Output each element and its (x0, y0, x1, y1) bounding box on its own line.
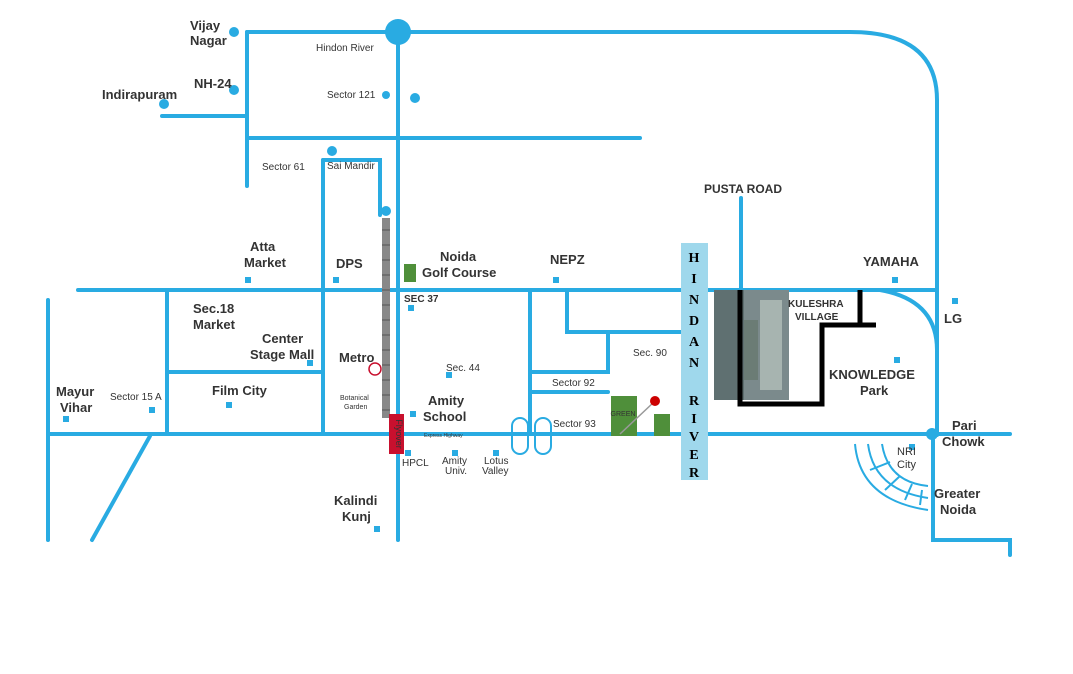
svg-text:E: E (689, 448, 698, 463)
svg-text:D: D (689, 314, 699, 329)
site-pin-line (619, 401, 655, 435)
flyover-label: Flyover (394, 419, 404, 449)
svg-text:I: I (691, 412, 696, 427)
label-sector-121: Sector 121 (327, 90, 376, 101)
flyover-marker (389, 414, 404, 454)
label-sector-61: Sector 61 (262, 162, 305, 173)
label-expressway: Express Highway (424, 433, 463, 439)
label-nh24: NH-24 (194, 76, 232, 91)
green-label: GREEN (611, 411, 636, 418)
label-sec-44: Sec. 44 (446, 363, 480, 374)
label-sector-93: Sector 93 (553, 419, 596, 430)
label-lg: LG (944, 311, 962, 326)
metro-icon (368, 362, 382, 376)
road-greater-noida (931, 438, 1012, 557)
road-sai-mandir (321, 158, 382, 217)
golf-course-marker (404, 264, 416, 282)
road-sec90-box (565, 288, 683, 334)
svg-text:N: N (689, 293, 699, 308)
label-sec-37: SEC 37 (404, 294, 439, 305)
svg-text:N: N (689, 356, 699, 371)
label-hindon-river: Hindon River (316, 43, 374, 54)
svg-text:I: I (691, 272, 696, 287)
label-pusta-road: PUSTA ROAD (704, 182, 782, 196)
site-route (737, 290, 876, 407)
hindon-river-strip (681, 243, 708, 480)
road-yamaha-curve (878, 288, 939, 352)
label-metro: Metro (339, 350, 374, 365)
svg-text:H: H (689, 251, 700, 266)
label-dps: DPS (336, 256, 363, 271)
road-sec92 (528, 330, 610, 374)
top-road (245, 30, 939, 437)
aerial-photo (714, 290, 789, 400)
nri-city-arcs (854, 443, 929, 511)
svg-text:A: A (689, 335, 700, 350)
label-nepz: NEPZ (550, 252, 585, 267)
hindon-river-marker (385, 19, 411, 45)
svg-text:R: R (689, 466, 700, 481)
label-hpcl: HPCL (402, 458, 429, 469)
label-indirapuram: Indirapuram (102, 87, 177, 102)
label-sai-mandir: Sai Mandir (327, 161, 375, 172)
site-pin-icon (650, 396, 660, 406)
svg-text:V: V (689, 430, 699, 445)
green-area-2 (654, 414, 670, 436)
hindon-river-letters: HIN DAN RIV ER (689, 251, 700, 481)
label-yamaha: YAMAHA (863, 254, 919, 269)
label-film-city: Film City (212, 383, 268, 398)
expressway-loops (511, 417, 552, 455)
location-markers (63, 27, 958, 532)
road-diag (90, 434, 152, 542)
svg-text:R: R (689, 394, 700, 409)
metro-track (381, 206, 391, 418)
label-sector-15a: Sector 15 A (110, 392, 162, 403)
label-sector-92: Sector 92 (552, 378, 595, 389)
label-sec-90: Sec. 90 (633, 348, 667, 359)
